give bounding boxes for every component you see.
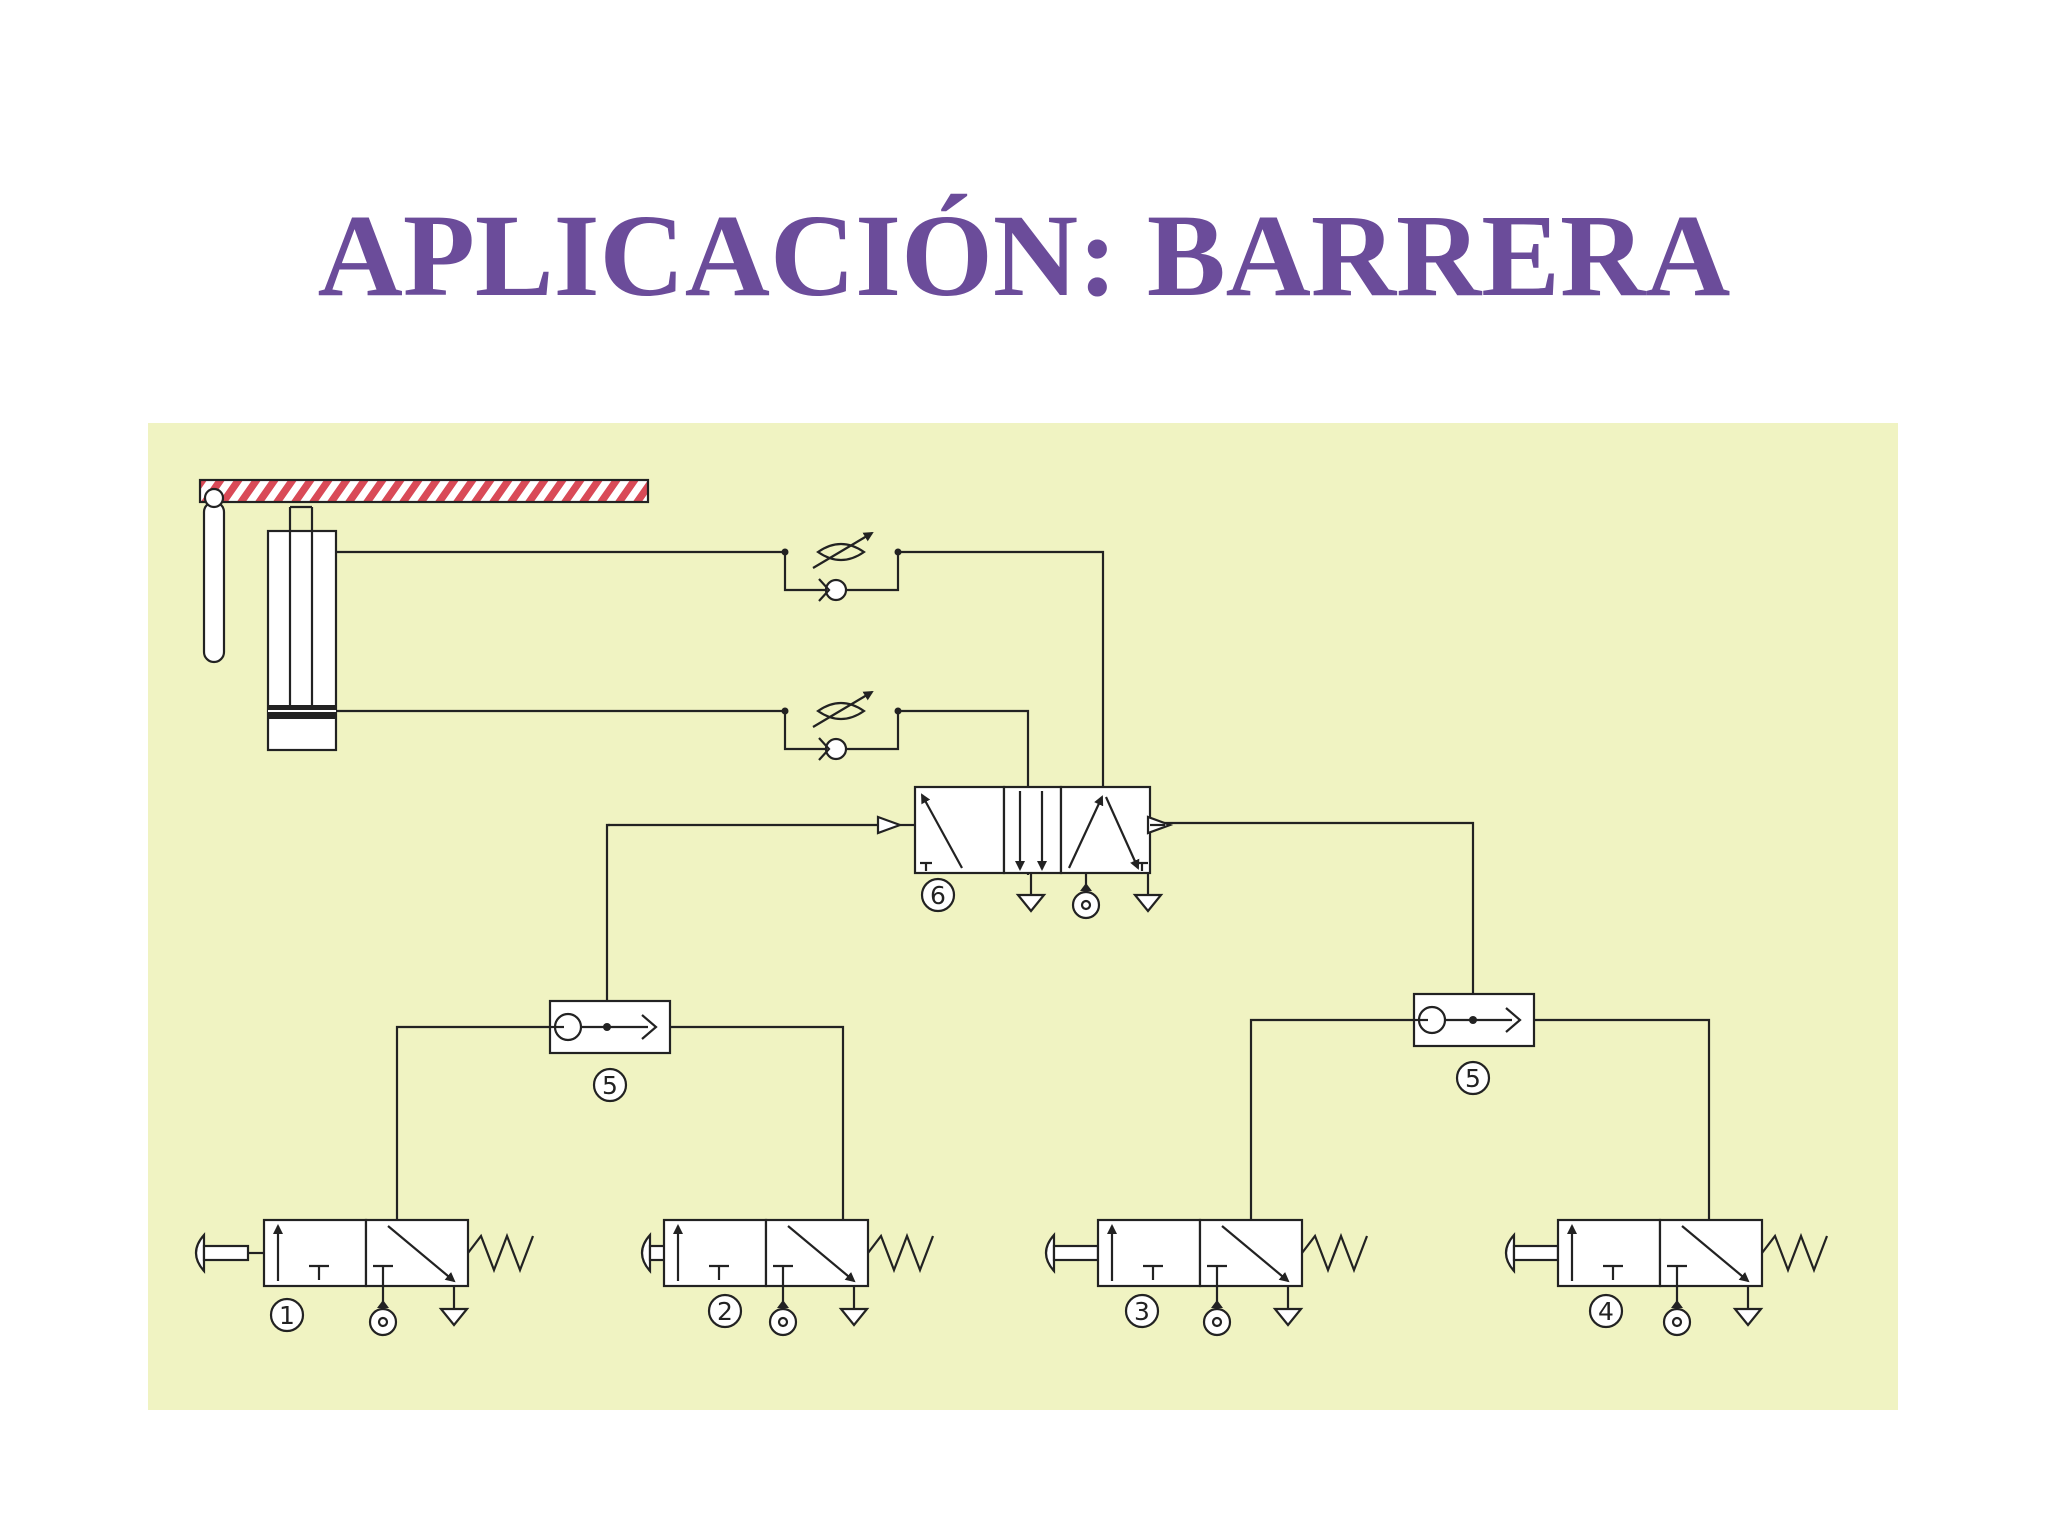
one-way-flow-control-valve-top [781,531,902,602]
label-circle-5-right: 5 [1455,1060,1491,1096]
label-circle-5-left: 5 [592,1067,628,1103]
push-button-valve-1: 1 [194,1218,535,1337]
shuttle-valve-left [548,999,672,1055]
double-acting-cylinder [266,505,338,752]
label-circle-2 [707,1293,743,1329]
push-button-valve-3: 3 [1044,1218,1369,1337]
label-4: 4 [1598,1297,1614,1326]
push-button-valve-4: 4 [1504,1218,1829,1337]
label-3: 3 [1134,1297,1150,1326]
svg-text:5: 5 [602,1071,618,1100]
label-2: 2 [717,1297,733,1326]
label-circle-3 [1124,1293,1160,1329]
striped-barrier-arm [198,478,650,664]
label-1: 1 [279,1301,295,1330]
svg-text:6: 6 [930,881,946,910]
shuttle-valve-right [1412,992,1536,1048]
pilot-operated-directional-valve [876,785,1174,920]
svg-text:5: 5 [1465,1064,1481,1093]
push-button-valve-2: 2 [640,1218,935,1337]
label-circle-1 [269,1297,305,1333]
label-circle-6: 6 [920,877,956,913]
circuit-svg: 6 5 5 [148,423,1898,1410]
pneumatic-lines [336,550,1711,1220]
pneumatic-circuit-diagram: 6 5 5 [148,423,1898,1410]
slide-title: APLICACIÓN: BARRERA [317,190,1731,321]
one-way-flow-control-valve-bottom [781,690,902,761]
label-circle-4 [1588,1293,1624,1329]
